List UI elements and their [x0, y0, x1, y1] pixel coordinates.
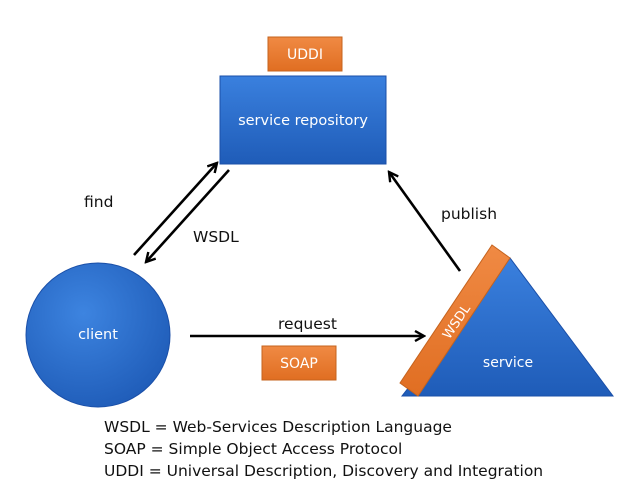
request-label: request	[278, 315, 337, 333]
legend-item-soap: SOAP = Simple Object Access Protocol	[104, 440, 403, 458]
service-repository-node: service repository	[219, 75, 387, 165]
legend-item-uddi: UDDI = Universal Description, Discovery …	[104, 462, 544, 480]
soap-tag: SOAP	[261, 345, 337, 381]
client-node: client	[25, 262, 171, 408]
client-label: client	[78, 327, 118, 343]
legend-item-wsdl: WSDL = Web-Services Description Language	[104, 418, 452, 436]
find-label: find	[84, 193, 113, 211]
uddi-tag-label: UDDI	[287, 47, 323, 63]
legend: WSDL = Web-Services Description Language…	[104, 416, 543, 482]
service-label: service	[483, 355, 533, 371]
soap-tag-label: SOAP	[280, 356, 318, 372]
publish-arrow	[389, 172, 462, 272]
wsdl-label: WSDL	[193, 228, 239, 246]
publish-label: publish	[441, 205, 497, 223]
service-node: service	[400, 257, 614, 397]
find-arrow	[133, 163, 217, 256]
uddi-tag: UDDI	[267, 36, 343, 72]
wsdl-return-arrow	[146, 169, 230, 262]
service-repository-label: service repository	[238, 113, 368, 129]
